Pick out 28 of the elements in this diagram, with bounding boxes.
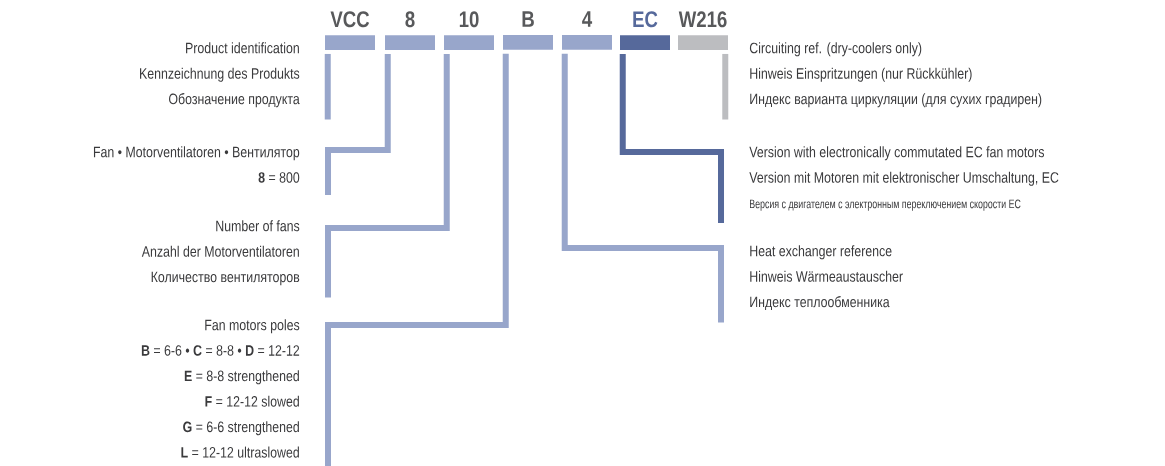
description-text: Product identification Kennzeichnung des Produkts Обозначение продукта — [140, 42, 300, 108]
code-segment: W216 — [678, 11, 728, 50]
node-label: B — [522, 11, 534, 27]
description-text: Heat exchanger reference Hinweis Wärmeaustauscher Индекс теплообменника — [750, 245, 903, 311]
code-segment: B — [503, 11, 553, 50]
code-segment: VCC — [325, 11, 375, 50]
code-segment: 10 — [444, 11, 494, 50]
connector-line — [561, 53, 724, 323]
description-text: Fan • Motorventilatoren • Вентилятор 8 = 800 — [93, 146, 300, 183]
connector-line — [325, 53, 509, 466]
connector-line — [325, 53, 391, 196]
node-label: VCC — [330, 11, 370, 28]
description-text: Number of fans Anzahl der Motorventilatoren Количество вентиляторов — [141, 220, 300, 286]
description-text: Circuiting ref. (dry-coolers only) Hinweis Einspritzungen (nur Rückkühler) Индекс варианта циркуляции (для сухих градирен) — [749, 42, 1042, 108]
code-segment: EC — [620, 11, 670, 50]
code-segment: 8 — [385, 11, 435, 50]
node-label: W216 — [678, 11, 727, 28]
code-segment: 4 — [562, 11, 612, 50]
connector-line — [722, 53, 729, 120]
node-label: 10 — [459, 11, 479, 28]
connector-line — [619, 53, 724, 223]
connector-line — [325, 53, 450, 298]
description-text: Fan motors poles B = 6-6 • C = 8-8 • D = 12-12 E = 8-8 strengthened F = 12-12 slowed G = 6-6 strengthened L = 12-12 ultraslowed — [141, 319, 300, 458]
connector-line — [324, 53, 331, 120]
node-label: 8 — [405, 11, 415, 28]
description-text: Version with electronically commutated EC fan motors Version mit Motoren mit elektronischer Umschaltung, EC Версия с двигателем с электронным переключением скорости EC — [749, 146, 1059, 211]
node-label: 4 — [582, 11, 593, 27]
node-label: EC — [633, 11, 658, 28]
